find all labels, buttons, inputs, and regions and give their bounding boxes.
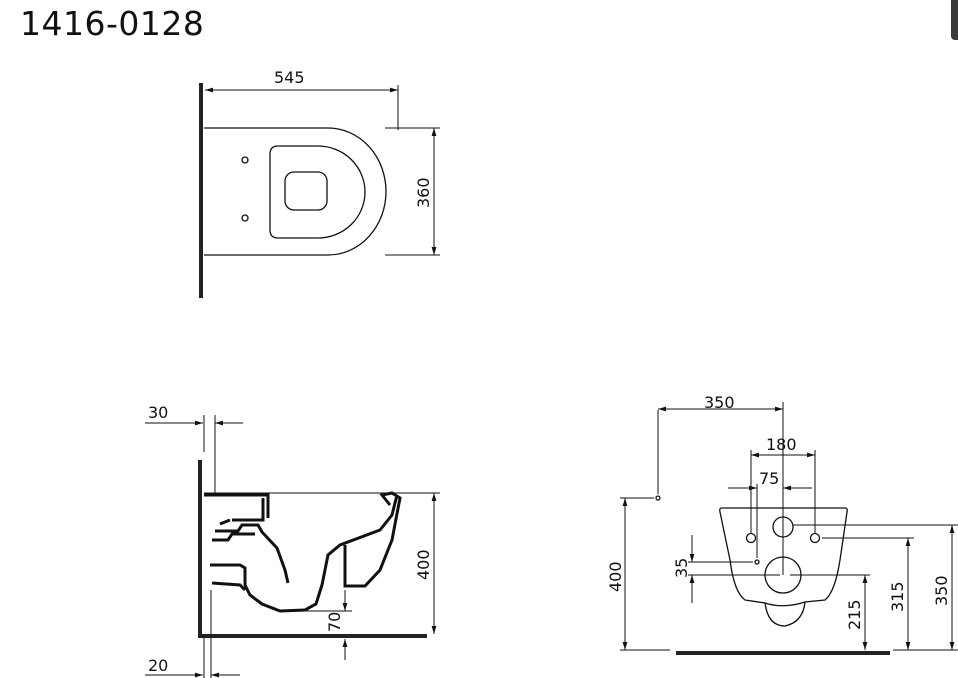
bowl-section	[204, 491, 402, 613]
dimension-label: 350	[932, 575, 951, 606]
dimension-label: 180	[766, 435, 797, 454]
dimension-label: 350	[704, 393, 735, 412]
bolt-hole	[809, 532, 821, 544]
hinge-hole	[241, 156, 249, 164]
bowl-front-outline	[719, 507, 848, 627]
drawing-title: 1416-0128	[20, 4, 205, 43]
inlet-hole	[772, 516, 794, 538]
bowl-opening	[284, 171, 328, 211]
bowl-outline	[204, 127, 387, 256]
dimension-label: 400	[414, 549, 433, 580]
dimension-label: 215	[845, 599, 864, 630]
window-edge	[951, 0, 958, 40]
seat-outline	[269, 145, 366, 239]
top-view: 545 360	[199, 68, 440, 298]
dimension-label: 360	[414, 177, 433, 208]
small-hole	[754, 559, 760, 565]
dimension-label: 75	[759, 469, 779, 488]
side-view: 30 20 400 70	[145, 403, 440, 678]
dimension-label: 70	[325, 612, 344, 632]
front-view: 350 180 75 400 35 215 315 3	[606, 393, 958, 655]
hinge-hole	[241, 214, 249, 222]
wall-and-floor	[198, 460, 427, 638]
bolt-hole	[745, 532, 757, 544]
dimension-label: 545	[274, 68, 305, 87]
dimension-label: 30	[148, 403, 168, 422]
dimension-label: 400	[606, 561, 625, 592]
dimension-label: 315	[888, 581, 907, 612]
reference-point	[655, 495, 661, 501]
dimension-label: 35	[672, 558, 691, 578]
dimension-label: 20	[148, 656, 168, 675]
bowl-front-outline	[764, 601, 806, 607]
